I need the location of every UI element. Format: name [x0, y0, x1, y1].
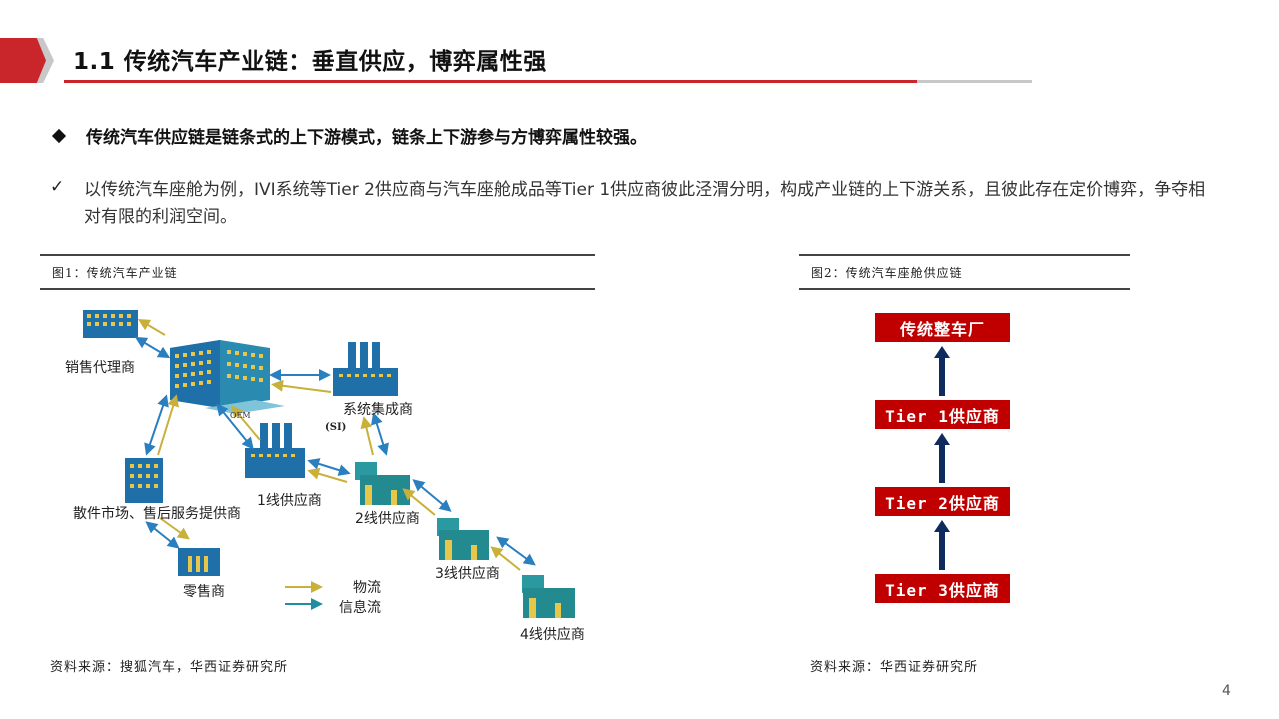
- tier-box-tier3: Tier 3供应商: [875, 574, 1010, 603]
- diamond-bullet-icon: [51, 128, 67, 143]
- figure2-caption-text: 图2：传统汽车座舱供应链: [811, 265, 963, 280]
- label-tier3: 3线供应商: [435, 565, 500, 582]
- tier2-building-icon: [355, 462, 410, 505]
- label-tier2: 2线供应商: [355, 510, 420, 527]
- figure1-source: 资料来源：搜狐汽车，华西证券研究所: [50, 660, 289, 675]
- figure1-caption: 图1：传统汽车产业链: [40, 254, 595, 290]
- tier-box-tier2: Tier 2供应商: [875, 487, 1010, 516]
- figure2-source: 资料来源：华西证券研究所: [810, 660, 979, 675]
- page-number: 4: [1222, 683, 1231, 699]
- label-aftermarket: 散件市场、售后服务提供商: [73, 505, 241, 522]
- legend-logistics-label: 物流: [353, 580, 381, 596]
- title-underline-gray: [917, 80, 1032, 83]
- up-arrow-icon: [934, 520, 950, 570]
- header-tab-accent: [0, 38, 46, 83]
- dealer-building-icon: [83, 310, 138, 338]
- tier1-factory-icon: [245, 423, 305, 478]
- retailer-store-icon: [178, 548, 220, 576]
- sub-bullet-text: 以传统汽车座舱为例，IVI系统等Tier 2供应商与汽车座舱成品等Tier 1供…: [84, 180, 1206, 227]
- label-oem: OEM: [230, 411, 251, 420]
- checkmark-icon: ✓: [50, 177, 65, 197]
- main-bullet: 传统汽车供应链是链条式的上下游模式，链条上下游参与方博弈属性较强。: [51, 123, 647, 148]
- up-arrow-icon: [934, 346, 950, 396]
- tier-box-oem: 传统整车厂: [875, 313, 1010, 342]
- title-underline-red: [64, 80, 917, 83]
- figure1-caption-text: 图1：传统汽车产业链: [52, 265, 178, 280]
- sub-bullet: ✓ 以传统汽车座舱为例，IVI系统等Tier 2供应商与汽车座舱成品等Tier …: [50, 177, 1220, 231]
- legend-info-label: 信息流: [339, 599, 381, 616]
- page-title: 1.1 传统汽车产业链：垂直供应，博弈属性强: [73, 49, 547, 75]
- tier3-building-icon: [437, 518, 489, 560]
- label-retailer: 零售商: [183, 584, 225, 600]
- label-tier4: 4线供应商: [520, 626, 585, 643]
- aftermarket-building-icon: [125, 458, 163, 503]
- label-dealer: 销售代理商: [65, 360, 135, 376]
- figure2-caption: 图2：传统汽车座舱供应链: [799, 254, 1130, 290]
- label-system-integrator: 系统集成商: [343, 401, 413, 418]
- oem-building-icon: [170, 340, 285, 414]
- system-integrator-factory-icon: [333, 342, 398, 396]
- supply-chain-diagram: 销售代理商 OEM 系统集成商 (SI) 1线供应商 2线供应商 3线供应商 4…: [55, 300, 600, 645]
- label-si: (SI): [325, 422, 346, 433]
- tier4-building-icon: [522, 575, 575, 618]
- tier-box-tier1: Tier 1供应商: [875, 400, 1010, 429]
- label-tier1: 1线供应商: [257, 492, 322, 509]
- up-arrow-icon: [934, 433, 950, 483]
- main-bullet-text: 传统汽车供应链是链条式的上下游模式，链条上下游参与方博弈属性较强。: [86, 128, 647, 148]
